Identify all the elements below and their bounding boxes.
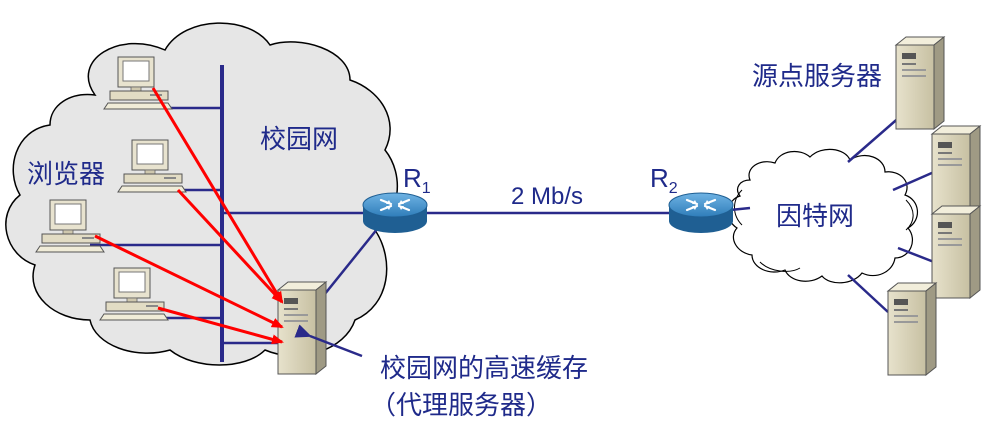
router-r1-letter: R bbox=[403, 163, 422, 193]
internet-server-icon-2 bbox=[931, 125, 981, 219]
origin-server-icon bbox=[895, 36, 945, 130]
router-cache-link bbox=[319, 227, 379, 301]
internet-server-link-3 bbox=[897, 246, 935, 264]
campus-cloud bbox=[5, 22, 398, 366]
browser-label: 浏览器 bbox=[27, 160, 106, 190]
internet-cloud bbox=[727, 148, 918, 284]
router-r2-label: R2 bbox=[650, 165, 678, 197]
internet-label: 因特网 bbox=[776, 202, 855, 232]
cache-pointer-arrow bbox=[294, 324, 363, 358]
router-r1-subscript: 1 bbox=[421, 180, 431, 197]
internet-server-link-2 bbox=[892, 170, 935, 192]
cache-label-line2: （代理服务器） bbox=[370, 391, 553, 421]
internet-server-icon-4 bbox=[887, 282, 937, 376]
request-arrow-4 bbox=[157, 306, 284, 345]
cache-label-line1: 校园网的高速缓存 bbox=[380, 354, 589, 384]
cloud-ripple bbox=[734, 189, 914, 272]
cache-server-icon bbox=[277, 281, 327, 375]
request-arrow-2 bbox=[176, 188, 284, 304]
router-r1-icon bbox=[361, 191, 429, 235]
router-r1-label: R1 bbox=[403, 165, 431, 197]
router-r2-subscript: 2 bbox=[668, 180, 678, 197]
request-arrow-1 bbox=[151, 87, 284, 304]
internet-server-link-4 bbox=[847, 274, 889, 313]
campus-net-label: 校园网 bbox=[260, 125, 339, 155]
link-speed-label: 2 Mb/s bbox=[511, 183, 584, 210]
router2-internet-link bbox=[729, 206, 751, 212]
internet-server-icon-3 bbox=[931, 205, 981, 299]
router-r2-icon bbox=[667, 191, 735, 235]
router-r2-letter: R bbox=[650, 163, 669, 193]
request-arrow-3 bbox=[94, 234, 284, 329]
origin-server-label: 源点服务器 bbox=[752, 62, 883, 92]
